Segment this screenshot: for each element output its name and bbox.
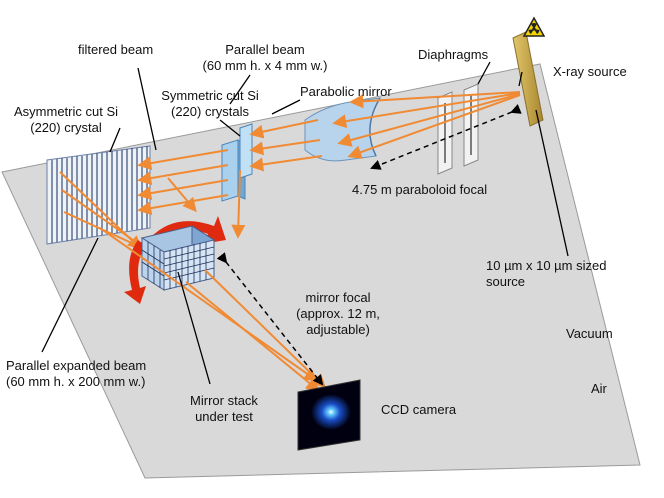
parallel-beam	[249, 119, 323, 172]
mirror-stack-box	[140, 225, 216, 291]
radiation-warning-icon	[522, 16, 546, 37]
label-parabolic-mirror: Parabolic mirror	[300, 84, 392, 100]
label-filtered-beam: filtered beam	[78, 42, 153, 58]
label-symmetric-cut: Symmetric cut Si (220) crystals	[150, 88, 270, 120]
filtered-beams	[137, 149, 246, 239]
label-mirror-focal: mirror focal (approx. 12 m, adjustable)	[283, 290, 393, 338]
focal-distance-arrows	[216, 104, 522, 386]
label-line: Diaphragms	[418, 47, 489, 62]
label-mirror-stack: Mirror stack under test	[180, 393, 268, 425]
label-sized-source: 10 µm x 10 µm sized source	[486, 258, 606, 290]
label-line: mirror focal	[305, 290, 371, 305]
label-line: (approx. 12 m,	[296, 306, 380, 321]
label-x-ray-source: X-ray source	[553, 64, 627, 80]
label-line: (60 mm h. x 4 mm w.)	[202, 58, 328, 73]
label-line: under test	[195, 409, 253, 424]
label-expanded-beam: Parallel expanded beam (60 mm h. x 200 m…	[6, 358, 146, 390]
label-line: Parallel beam	[225, 42, 305, 57]
label-line: Parabolic mirror	[300, 84, 392, 99]
label-line: (220) crystal	[30, 120, 102, 135]
label-line: Asymmetric cut Si	[13, 104, 118, 119]
label-line: filtered beam	[78, 42, 154, 57]
label-line: Symmetric cut Si	[161, 88, 259, 103]
label-asymmetric-cut: Asymmetric cut Si (220) crystal	[6, 104, 126, 136]
parabolic-mirror	[304, 97, 381, 162]
ccd-camera	[297, 379, 361, 451]
label-vacuum: Vacuum	[566, 326, 613, 342]
x-ray-source-plate	[512, 31, 544, 127]
label-line: Air	[591, 381, 607, 396]
label-line: CCD camera	[381, 402, 457, 417]
label-parallel-beam: Parallel beam (60 mm h. x 4 mm w.)	[200, 42, 330, 74]
label-line: Parallel expanded beam	[6, 358, 147, 373]
label-air: Air	[591, 381, 607, 397]
label-line: (60 mm h. x 200 mm w.)	[6, 374, 146, 389]
label-line: adjustable)	[306, 322, 370, 337]
label-line: 4.75 m paraboloid focal	[352, 182, 488, 197]
label-line: Vacuum	[566, 326, 613, 341]
label-line: 10 µm x 10 µm sized	[486, 258, 607, 273]
asymmetric-crystal	[46, 145, 151, 245]
label-line: source	[486, 274, 526, 289]
ccd-image-icon	[311, 394, 351, 430]
label-line: X-ray source	[553, 64, 627, 79]
label-line: (220) crystals	[170, 104, 250, 119]
label-line: Mirror stack	[190, 393, 258, 408]
label-ccd-camera: CCD camera	[381, 402, 456, 418]
label-paraboloid-focal: 4.75 m paraboloid focal	[352, 182, 487, 198]
label-diaphragms: Diaphragms	[418, 47, 488, 63]
leader-lines	[41, 61, 569, 385]
